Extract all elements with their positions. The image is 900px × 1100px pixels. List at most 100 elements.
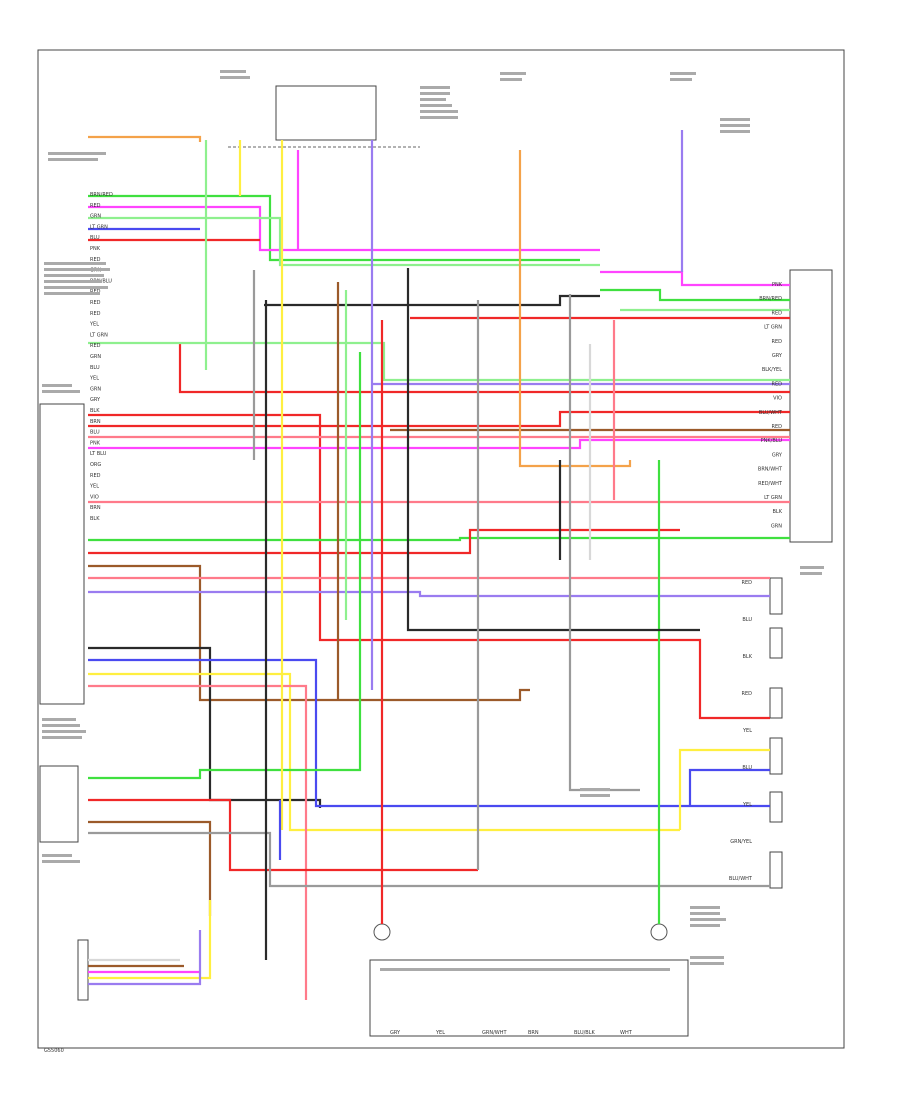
bottom-label-2: GRN/WHT bbox=[482, 1030, 507, 1036]
left-label-0: BRN/RED bbox=[90, 192, 113, 198]
bottom-label-3: BRN bbox=[528, 1030, 539, 1036]
wire-orange-top bbox=[88, 135, 202, 142]
left-label-29: BRN bbox=[90, 505, 101, 511]
wire-v-black-1 bbox=[406, 268, 700, 632]
wire-violet-bot bbox=[88, 930, 202, 986]
wire-pink-8 bbox=[88, 684, 308, 1000]
right-label-9: BLU/WHT bbox=[759, 410, 783, 416]
right-label-11: PNK/BLU bbox=[761, 438, 783, 444]
left-label-14: RED bbox=[90, 343, 101, 349]
right-label-3: LT GRN bbox=[764, 325, 782, 331]
left-label-1: RED bbox=[90, 203, 101, 209]
wire-blue-6 bbox=[88, 590, 770, 598]
figure-label: G55060 bbox=[44, 1048, 64, 1054]
wire-gray-nav bbox=[88, 831, 770, 888]
wire-magenta-4 bbox=[88, 438, 790, 450]
fine-print bbox=[42, 70, 824, 971]
navigation-unit-connector bbox=[39, 765, 79, 843]
wire-yellow-7 bbox=[88, 672, 680, 832]
right-label-5: GRY bbox=[772, 353, 783, 359]
left-label-11: RED bbox=[90, 311, 101, 317]
left-label-30: BLK bbox=[90, 516, 100, 522]
left-label-26: RED bbox=[90, 473, 101, 479]
left-label-25: ORG bbox=[90, 462, 101, 468]
left-label-19: GRY bbox=[90, 397, 101, 403]
wire-green-2 bbox=[600, 288, 790, 302]
left-label-21: BRN bbox=[90, 419, 101, 425]
wire-red-big bbox=[178, 343, 790, 394]
speaker-label-5: BLU bbox=[742, 765, 752, 771]
speaker-rt bbox=[769, 791, 783, 823]
wire-red-6 bbox=[88, 528, 680, 555]
speaker-label-1: BLU bbox=[742, 617, 752, 623]
left-label-24: LT BLU bbox=[90, 451, 107, 457]
speaker-lt bbox=[769, 687, 783, 719]
right-label-17: GRN bbox=[771, 523, 782, 529]
right-label-16: BLK bbox=[773, 509, 783, 515]
wire-yellow-bot bbox=[88, 900, 212, 980]
left-label-3: LT GRN bbox=[90, 224, 108, 230]
wire-blue-9 bbox=[688, 768, 770, 806]
left-label-5: PNK bbox=[90, 246, 101, 252]
speaker-rf bbox=[769, 737, 783, 775]
clockspring-right bbox=[650, 923, 668, 941]
wire-red-9 bbox=[690, 638, 770, 720]
right-label-10: RED bbox=[772, 424, 783, 430]
right-label-2: RED bbox=[772, 310, 783, 316]
right-label-0: PNK bbox=[772, 282, 783, 288]
left-label-4: BLU bbox=[90, 235, 100, 241]
clockspring-left bbox=[373, 923, 391, 941]
audio-switch bbox=[77, 939, 89, 1001]
speaker-rr bbox=[769, 577, 783, 615]
radio-control-unit-left bbox=[39, 403, 85, 705]
speaker-label-4: YEL bbox=[742, 728, 752, 734]
speaker-label-3: RED bbox=[742, 691, 753, 697]
speaker-label-8: BLU/WHT bbox=[729, 876, 753, 882]
wire-v-gray-2 bbox=[568, 294, 640, 792]
right-label-13: BRN/WHT bbox=[758, 467, 783, 473]
wire-red-4 bbox=[88, 410, 790, 428]
left-label-13: LT GRN bbox=[90, 332, 108, 338]
bottom-label-0: GRY bbox=[390, 1030, 401, 1036]
wire-v-orange bbox=[518, 150, 632, 468]
left-label-2: GRN bbox=[90, 214, 101, 220]
wire-black-7 bbox=[88, 646, 322, 808]
left-label-20: BLK bbox=[90, 408, 100, 414]
bottom-label-4: BLU/BLK bbox=[574, 1030, 596, 1036]
components bbox=[39, 85, 833, 1037]
left-label-12: YEL bbox=[89, 322, 99, 328]
wire-yellow-9 bbox=[678, 748, 770, 830]
right-label-7: RED bbox=[772, 381, 783, 387]
left-label-10: RED bbox=[90, 300, 101, 306]
speaker-label-7: GRN/YEL bbox=[730, 839, 752, 845]
wire-green-big bbox=[88, 341, 790, 382]
left-label-15: GRN bbox=[90, 354, 101, 360]
wire-brown-nav bbox=[88, 820, 212, 916]
diagram-border bbox=[37, 49, 845, 1049]
left-label-27: YEL bbox=[89, 484, 99, 490]
speaker-label-0: RED bbox=[742, 580, 753, 586]
left-label-23: PNK bbox=[90, 440, 101, 446]
speaker-lf bbox=[769, 627, 783, 659]
bottom-label-1: YEL bbox=[435, 1030, 445, 1036]
right-label-12: GRY bbox=[772, 452, 783, 458]
wire-red-3 bbox=[88, 413, 690, 642]
left-label-18: GRN bbox=[90, 386, 101, 392]
wire-magenta-2 bbox=[600, 270, 790, 287]
wires bbox=[88, 130, 790, 1000]
wire-red-nav bbox=[88, 798, 478, 872]
wire-green-1 bbox=[88, 194, 580, 262]
wire-pink-1 bbox=[88, 205, 600, 252]
wire-black-3 bbox=[264, 294, 600, 307]
left-label-28: VIO bbox=[90, 494, 99, 500]
wire-ltgreen-1 bbox=[88, 216, 600, 267]
wire-green-nav bbox=[88, 352, 362, 780]
relay-box bbox=[275, 85, 377, 141]
audio-unit-right bbox=[789, 269, 833, 543]
right-label-8: VIO bbox=[773, 396, 782, 402]
